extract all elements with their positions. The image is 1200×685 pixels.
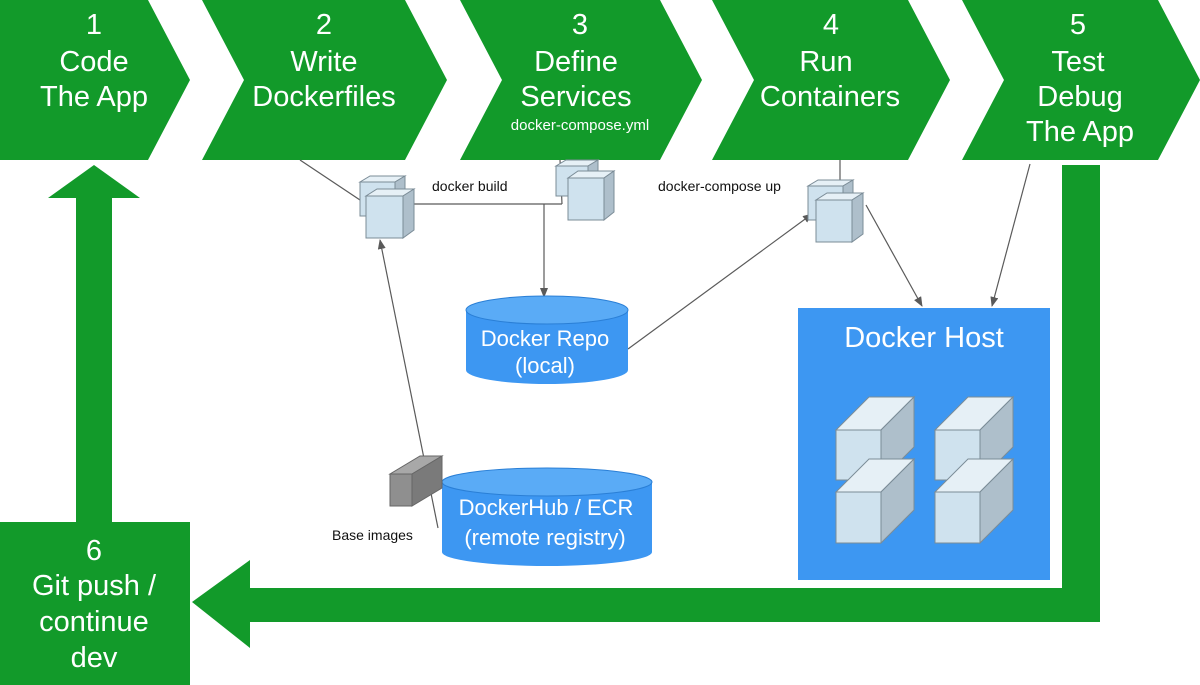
base-image-icon <box>388 455 444 507</box>
step-5-line-1: Test <box>1051 46 1104 78</box>
connector-repo-to-run <box>627 213 813 350</box>
step-1-number: 1 <box>86 9 102 41</box>
compose-container-icon <box>554 159 616 222</box>
build-container-icon <box>358 175 416 239</box>
step-6-number: 6 <box>86 535 102 567</box>
remote-registry-line-1: DockerHub / ECR <box>459 495 634 520</box>
step-6-line-2: continue <box>39 606 149 638</box>
step-5-chevron <box>962 0 1200 160</box>
step-5-number: 5 <box>1070 9 1086 41</box>
step-6-line-1: Git push / <box>32 570 157 602</box>
step-5-label: 5 Test Debug The App <box>1026 9 1134 148</box>
step-3-number: 3 <box>572 9 588 41</box>
docker-repo-line-2: (local) <box>515 353 575 378</box>
remote-registry-database-icon: DockerHub / ECR (remote registry) <box>441 467 653 566</box>
step-2-line-2: Dockerfiles <box>252 81 395 113</box>
step-3-line-1: Define <box>534 46 618 78</box>
step-3-chevron <box>460 0 702 160</box>
step-3-subtitle: docker-compose.yml <box>511 117 649 134</box>
remote-registry-line-2: (remote registry) <box>464 525 625 550</box>
docker-build-label: docker build <box>432 178 508 194</box>
host-container-icon <box>834 395 1015 545</box>
docker-repo-local-database-icon: Docker Repo (local) <box>465 295 629 384</box>
step-1-line-1: Code <box>59 46 128 78</box>
step-4-line-2: Containers <box>760 81 900 113</box>
step-2-chevron <box>202 0 447 160</box>
docker-repo-line-1: Docker Repo <box>481 326 609 351</box>
step-1-chevron <box>0 0 190 160</box>
connector-step5-to-host <box>990 163 1031 307</box>
step-6-box <box>0 522 190 685</box>
step-4-label: 4 Run Containers <box>760 9 900 113</box>
step-3-label: 3 Define Services docker-compose.yml <box>511 9 649 134</box>
step-1-line-2: The App <box>40 81 148 113</box>
step-2-number: 2 <box>316 9 332 41</box>
upward-arrow-icon <box>48 165 140 522</box>
step-5-line-3: The App <box>1026 116 1134 148</box>
step-2-line-1: Write <box>290 46 357 78</box>
step-6-line-3: dev <box>71 642 118 674</box>
docker-host-title: Docker Host <box>844 322 1004 354</box>
step-4-number: 4 <box>823 9 839 41</box>
step-2-label: 2 Write Dockerfiles <box>252 9 395 113</box>
step-5-line-2: Debug <box>1037 81 1122 113</box>
step-3-line-2: Services <box>520 81 631 113</box>
step-6-label: 6 Git push / continue dev <box>32 535 157 674</box>
step-1-label: 1 Code The App <box>40 9 148 113</box>
step-4-line-1: Run <box>799 46 852 78</box>
docker-compose-up-label: docker-compose up <box>658 178 781 194</box>
return-loop-arrow-icon <box>192 165 1100 648</box>
run-container-icon <box>806 179 865 243</box>
step-4-chevron <box>712 0 950 160</box>
connector-run-to-host <box>865 204 923 307</box>
base-images-label: Base images <box>332 527 413 543</box>
